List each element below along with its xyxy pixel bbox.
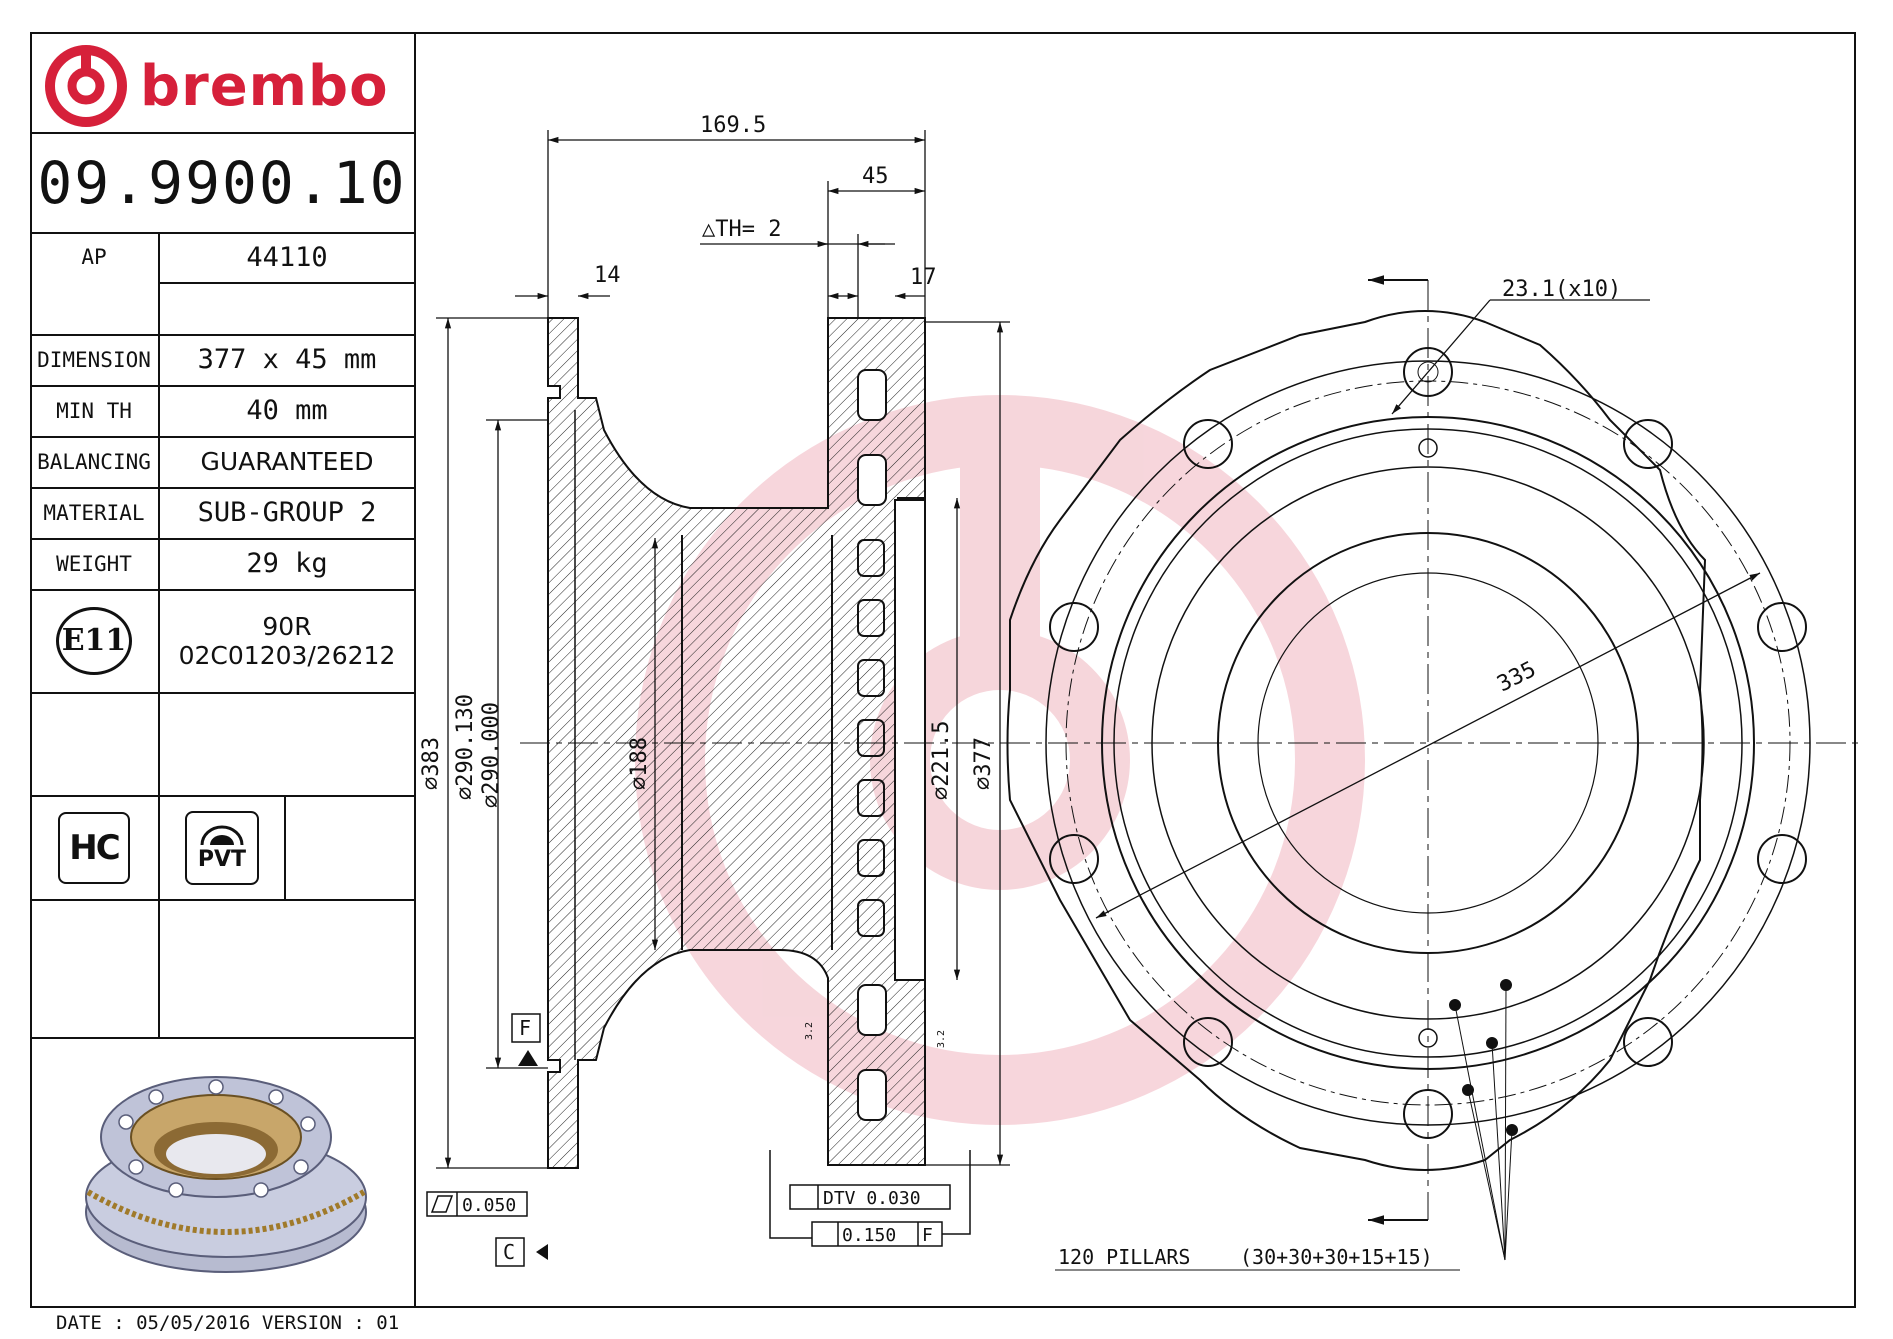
drawing-frame xyxy=(30,32,1856,1308)
datum-c: C xyxy=(503,1240,515,1264)
dimension-value: 377 x 45 mm xyxy=(197,344,377,375)
material-label: MATERIAL xyxy=(43,500,145,525)
part-number: 09.9900.10 xyxy=(37,149,407,217)
dim-d290-130: ⌀290.130 xyxy=(453,694,478,800)
ap-label: AP xyxy=(81,245,107,269)
pillars-detail: (30+30+30+15+15) xyxy=(1240,1245,1433,1269)
weight-label: WEIGHT xyxy=(56,551,132,576)
homologation-line2: 02C01203/26212 xyxy=(178,640,396,670)
homologation-line1: 90R xyxy=(262,611,312,641)
balancing-label: BALANCING xyxy=(37,449,151,474)
e11-badge: E11 xyxy=(56,606,132,675)
dim-d188: ⌀188 xyxy=(627,737,652,790)
roughness-left: 3.2 xyxy=(804,1022,815,1040)
flatness-value: 0.050 xyxy=(462,1195,516,1216)
pvt-badge: PVT xyxy=(185,811,259,885)
disc-pattern-icon xyxy=(200,825,244,845)
pvt-label: PVT xyxy=(197,846,247,872)
hc-badge: HC xyxy=(58,812,130,884)
datum-f: F xyxy=(519,1016,531,1040)
dimension-lines xyxy=(436,130,1010,1169)
brand-logo: brembo xyxy=(44,38,404,134)
dtv-value: DTV 0.030 xyxy=(823,1188,921,1209)
material-value: SUB-GROUP 2 xyxy=(197,497,377,528)
balancing-value: GUARANTEED xyxy=(200,447,374,476)
disc-3d-render xyxy=(85,1076,367,1273)
front-view xyxy=(1006,275,1811,1261)
dim-overall-width: 169.5 xyxy=(700,113,766,138)
min-th-value: 40 mm xyxy=(246,395,328,426)
runout-value: 0.150 xyxy=(842,1225,896,1246)
hc-badge-cell: HC xyxy=(30,797,158,899)
date-version: DATE : 05/05/2016 VERSION : 01 xyxy=(56,1312,400,1334)
dim-friction-ring: 17 xyxy=(910,265,937,290)
title-block: brembo 09.9900.10 AP 44110 DIMENSION 377… xyxy=(30,32,416,1308)
dim-delta-th: △TH= 2 xyxy=(702,217,781,242)
dim-thickness: 45 xyxy=(862,164,889,189)
roughness-right: 3.2 xyxy=(936,1030,947,1048)
brand-name: brembo xyxy=(140,53,389,119)
dim-d377: ⌀377 xyxy=(971,737,996,790)
brembo-logo-icon xyxy=(45,45,127,127)
homologation-text: 90R 02C01203/26212 xyxy=(160,589,414,692)
pillars-label: 120 PILLARS xyxy=(1058,1245,1190,1269)
dim-holes: 23.1(x10) xyxy=(1502,277,1621,302)
dim-d383: ⌀383 xyxy=(419,737,444,790)
min-th-label: MIN TH xyxy=(56,398,132,423)
runout-ref: F xyxy=(922,1225,933,1246)
ap-value: 44110 xyxy=(246,241,328,273)
dim-d221-5: ⌀221.5 xyxy=(929,721,954,800)
e11-mark: E11 xyxy=(30,589,158,692)
dim-d290-000: ⌀290.000 xyxy=(479,702,504,808)
weight-value: 29 kg xyxy=(246,548,328,579)
dim-hat-thickness: 14 xyxy=(594,263,621,288)
pvt-badge-cell: PVT xyxy=(160,797,284,899)
dimension-label: DIMENSION xyxy=(37,347,151,372)
